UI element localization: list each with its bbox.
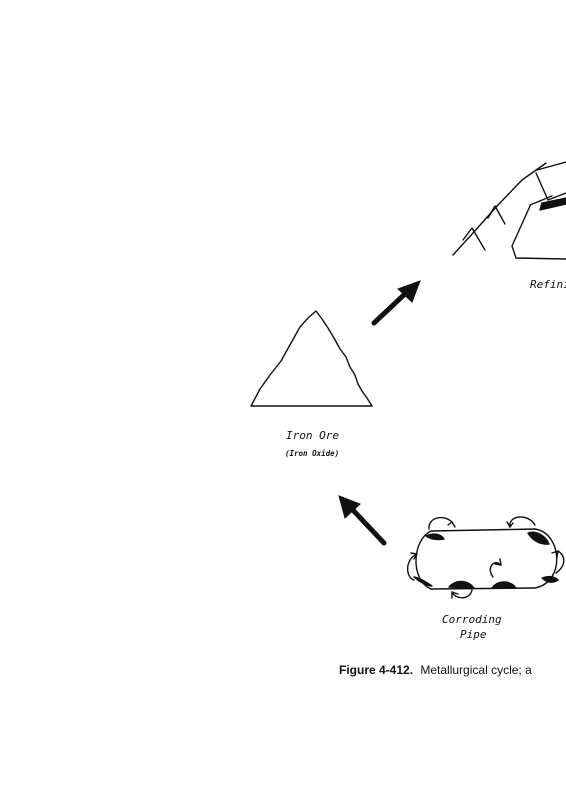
figure-number: Figure 4-412. bbox=[339, 663, 413, 677]
iron-ore-label: Iron Ore bbox=[286, 429, 339, 442]
figure-caption: Figure 4-412. Metallurgical cycle; a bbox=[339, 663, 532, 677]
refining-illustration bbox=[452, 161, 566, 260]
figure-caption-text: Metallurgical cycle; a bbox=[420, 663, 532, 677]
refining-label: Refini bbox=[530, 278, 566, 291]
iron-ore-pile bbox=[250, 310, 373, 407]
arrow-to-refining bbox=[371, 280, 421, 326]
corroding-pipe bbox=[406, 516, 565, 599]
iron-oxide-label: (Iron Oxide) bbox=[285, 449, 339, 458]
pipe-label: Pipe bbox=[460, 628, 487, 641]
corroding-label: Corroding bbox=[442, 613, 502, 626]
arrow-to-iron-ore bbox=[338, 495, 387, 546]
